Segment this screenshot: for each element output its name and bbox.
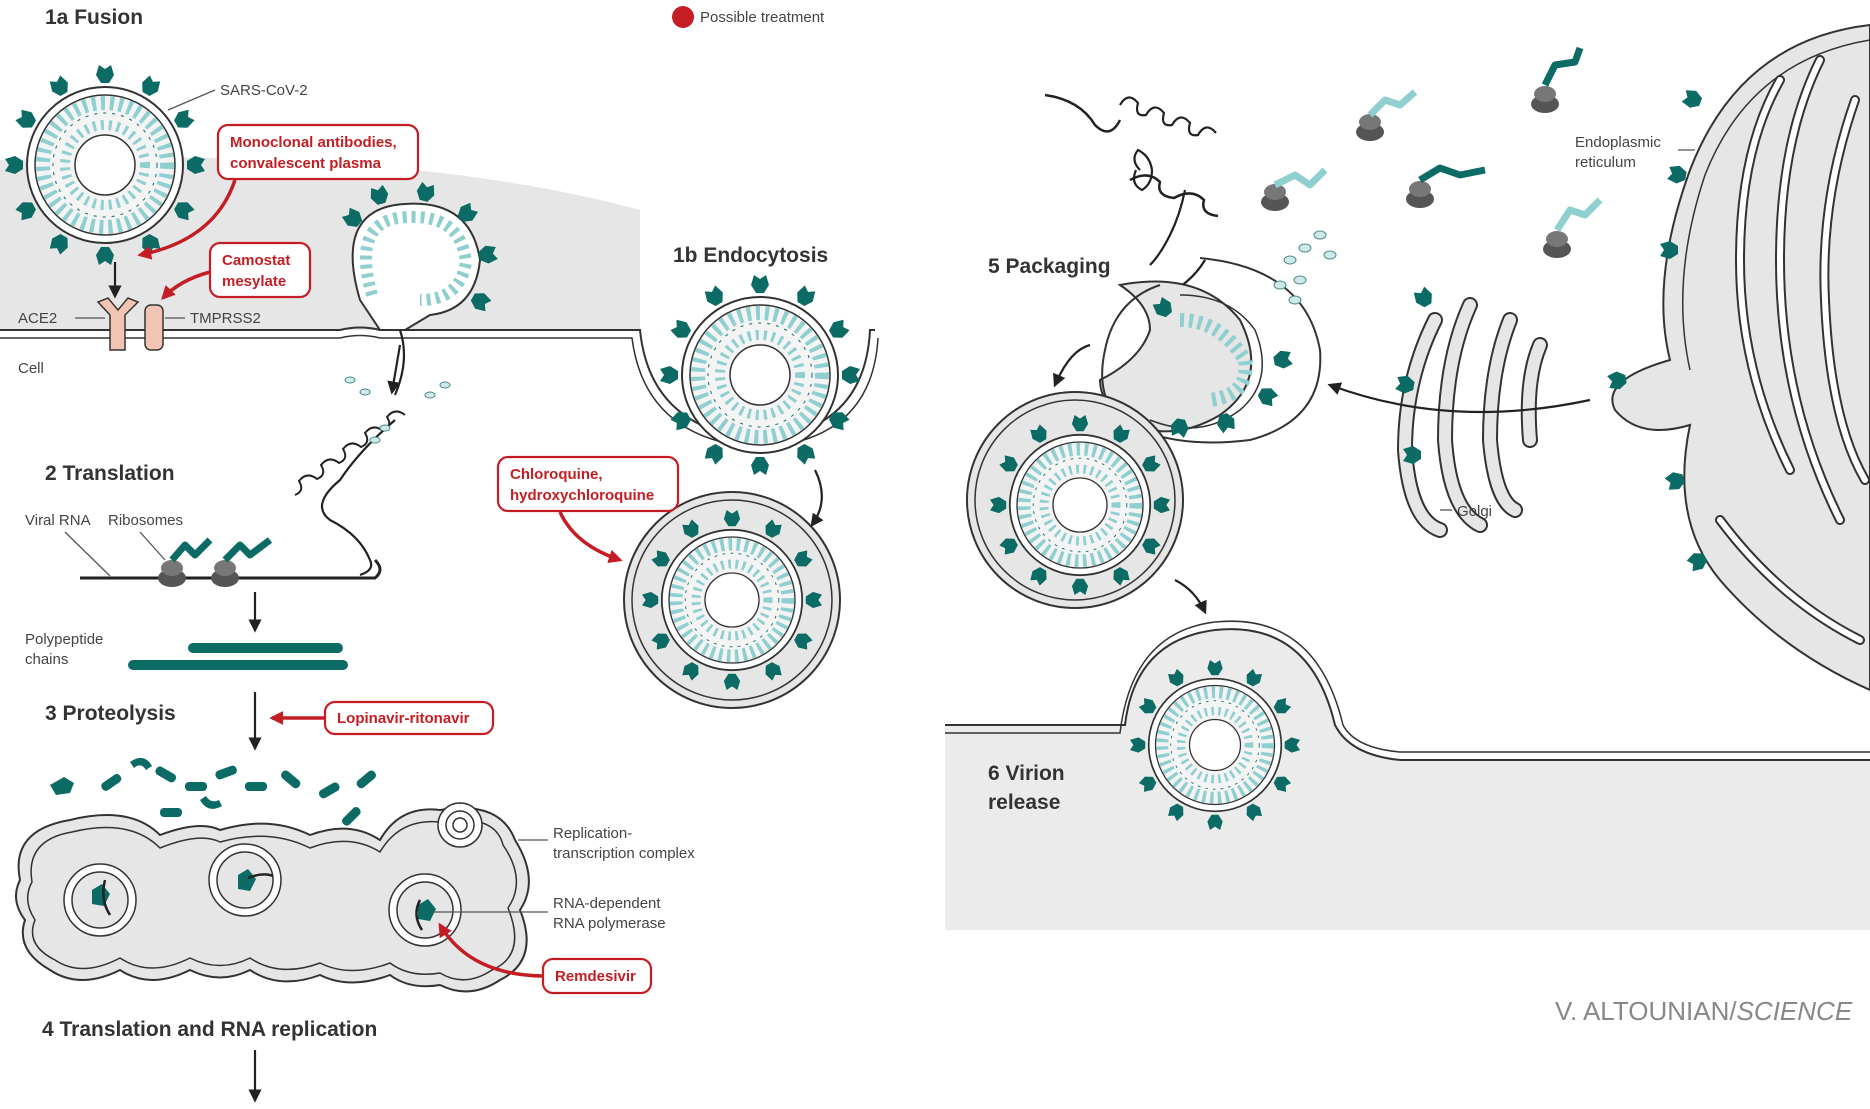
svg-text:Lopinavir-ritonavir: Lopinavir-ritonavir — [337, 710, 470, 727]
svg-text:Chloroquine,: Chloroquine, — [510, 466, 603, 483]
rtc-label-line2: transcription complex — [553, 845, 695, 862]
stage-4-title: 4 Translation and RNA replication — [42, 1018, 377, 1041]
stage-3-title: 3 Proteolysis — [45, 702, 176, 725]
polypeptide-label-line2: chains — [25, 651, 68, 668]
tmprss2-label: TMPRSS2 — [190, 310, 261, 327]
cell-label: Cell — [18, 360, 44, 377]
polypeptide-label-line1: Polypeptide — [25, 631, 103, 648]
treatment-chloroquine: Chloroquine, hydroxychloroquine — [498, 457, 678, 511]
rdrp-label-line1: RNA-dependent — [553, 895, 661, 912]
rdrp-label-line2: RNA polymerase — [553, 915, 666, 932]
stage-1b-title: 1b Endocytosis — [673, 244, 828, 267]
treatment-camostat: Camostat mesylate — [210, 243, 310, 297]
replication-transcription-complex — [16, 803, 529, 991]
stage-6-title-line2: release — [988, 791, 1060, 814]
polypeptide-chain-2 — [128, 660, 348, 670]
treatment-antibodies: Monoclonal antibodies, convalescent plas… — [218, 125, 418, 179]
virus-label: SARS-CoV-2 — [220, 82, 308, 99]
svg-text:hydroxychloroquine: hydroxychloroquine — [510, 487, 654, 504]
stage-2-title: 2 Translation — [45, 462, 175, 485]
svg-text:Camostat: Camostat — [222, 252, 290, 269]
ribosomes-label: Ribosomes — [108, 512, 183, 529]
svg-text:Remdesivir: Remdesivir — [555, 968, 636, 985]
svg-text:convalescent plasma: convalescent plasma — [230, 155, 382, 172]
ace2-label: ACE2 — [18, 310, 57, 327]
rtc-label-line1: Replication- — [553, 825, 632, 842]
stage-6-title-line1: 6 Virion — [988, 762, 1065, 785]
stage-1a-title: 1a Fusion — [45, 6, 143, 29]
treatment-lopinavir: Lopinavir-ritonavir — [325, 702, 493, 734]
tmprss2-protease — [145, 305, 163, 350]
viral-rna-label: Viral RNA — [25, 512, 91, 529]
er-label-line1: Endoplasmic — [1575, 134, 1661, 151]
legend-label: Possible treatment — [700, 9, 825, 26]
golgi-label: Golgi — [1457, 503, 1492, 520]
svg-text:Monoclonal antibodies,: Monoclonal antibodies, — [230, 134, 397, 151]
credit: V. ALTOUNIAN/SCIENCE — [1555, 996, 1853, 1026]
legend-dot — [672, 6, 694, 28]
stage-5-title: 5 Packaging — [988, 255, 1111, 278]
polypeptide-chain-1 — [188, 643, 343, 653]
treatment-remdesivir: Remdesivir — [543, 959, 651, 993]
er-label-line2: reticulum — [1575, 154, 1636, 171]
svg-text:mesylate: mesylate — [222, 273, 286, 290]
